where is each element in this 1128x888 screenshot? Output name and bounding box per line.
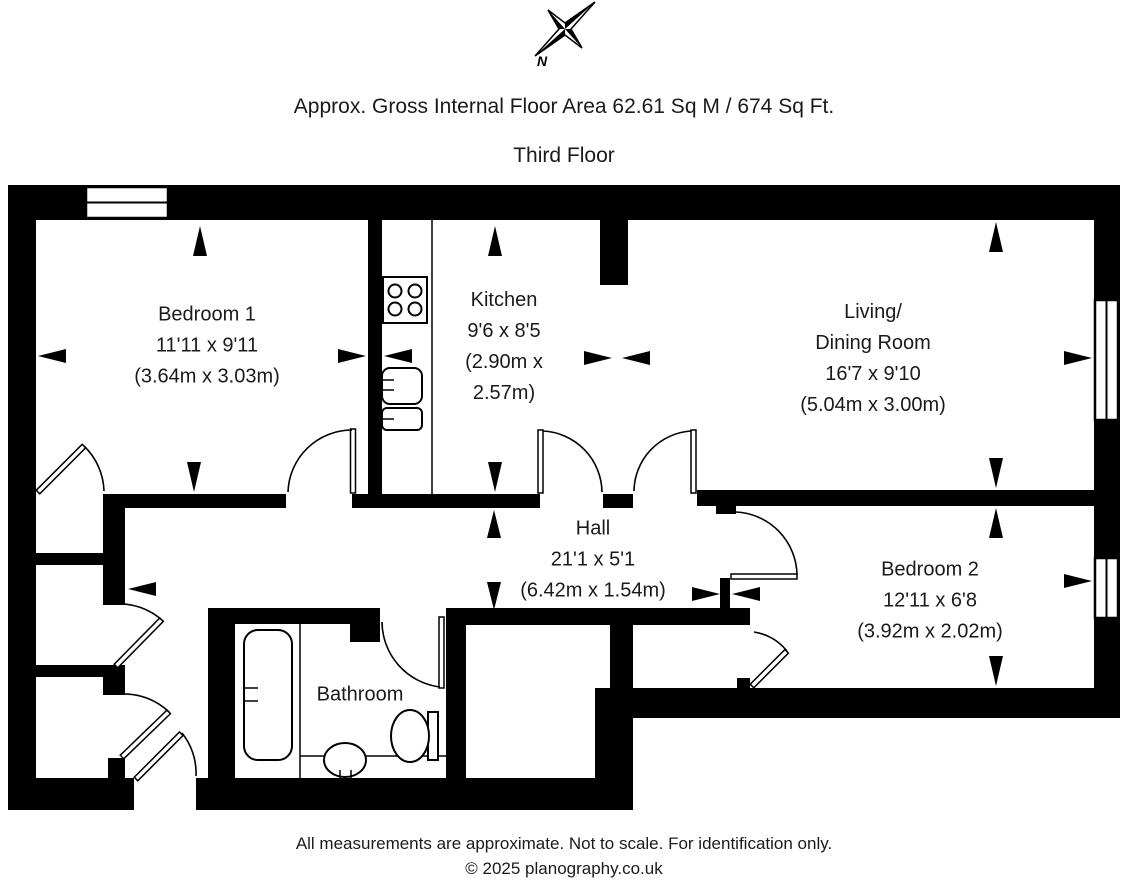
entrance-door — [133, 730, 185, 782]
living-room-window — [1093, 298, 1120, 422]
lower-closet-door-swing — [121, 693, 170, 713]
bedroom2-label: Bedroom 2 12'11 x 6'8 (3.92m x 2.02m) — [857, 555, 1003, 648]
door-leaves — [35, 428, 798, 782]
disclaimer-text: All measurements are approximate. Not to… — [295, 834, 833, 853]
room-dims-imperial: 16'7 x 9'10 — [825, 363, 921, 385]
hall-closet-door — [113, 616, 165, 669]
kitchen-sink-icon — [381, 367, 423, 405]
living-depth-arrow-bottom — [989, 458, 1003, 488]
compass-north-label: N — [537, 53, 548, 69]
bedroom1-door-swing — [287, 429, 353, 493]
bedroom1-width-arrow-right — [338, 349, 366, 363]
room-dims-metric: (3.92m x 2.02m) — [857, 620, 1003, 643]
room-dims-imperial: 21'1 x 5'1 — [550, 548, 636, 571]
dimension-arrows — [38, 222, 1092, 686]
room-name: Bathroom — [316, 683, 404, 706]
kitchen-width-arrow-right — [584, 351, 612, 365]
kitchen-door — [537, 429, 544, 494]
bathtub-icon — [243, 629, 293, 761]
bedroom1-label: Bedroom 1 11'11 x 9'11 (3.64m x 3.03m) — [134, 300, 280, 393]
bedroom2-window — [1093, 556, 1120, 620]
room-dims-metric: 2.57m) — [472, 382, 536, 404]
door-swing-arcs — [83, 429, 798, 777]
compass-icon: N — [534, 1, 596, 69]
hall-depth-arrow-bottom — [487, 582, 501, 610]
kitchen-appliance-icon — [381, 407, 423, 431]
hob-icon — [382, 276, 428, 324]
kitchen-depth-arrow-top — [488, 226, 502, 256]
hall-label: Hall 21'1 x 5'1 (6.42m x 1.54m) — [520, 514, 666, 607]
bedroom2-closet-door — [749, 648, 790, 689]
living-room-door — [690, 429, 697, 494]
floor-area-title: Approx. Gross Internal Floor Area 62.61 … — [293, 95, 835, 118]
hall-width-arrow-right — [692, 587, 720, 601]
bedroom2-width-arrow-right — [1064, 574, 1092, 588]
kitchen-depth-arrow-bottom — [488, 462, 502, 492]
toilet-icon — [390, 709, 439, 763]
bedroom1-depth-arrow-bottom — [187, 462, 201, 492]
room-name: Dining Room — [815, 332, 931, 354]
kitchen-fixtures — [381, 220, 433, 494]
hall-closet-door-swing — [113, 603, 164, 622]
living-width-arrow-right — [1064, 351, 1092, 365]
bedroom1-depth-arrow-top — [193, 226, 207, 256]
bedroom2-depth-arrow-bottom — [989, 656, 1003, 686]
room-name: Hall — [575, 517, 611, 540]
bedroom1-window — [84, 185, 170, 220]
kitchen-door-swing — [542, 430, 603, 493]
bedroom1-closet-door — [35, 443, 87, 495]
floor-name-title: Third Floor — [513, 144, 615, 167]
living-dining-label: Living/ Dining Room 16'7 x 9'10 (5.04m x… — [800, 297, 946, 421]
bedroom1-door — [349, 428, 357, 494]
bathroom-label: Bathroom — [317, 680, 404, 711]
bedroom2-door-swing — [735, 511, 798, 576]
room-dims-metric: (5.04m x 3.00m) — [800, 394, 946, 416]
kitchen-label: Kitchen 9'6 x 8'5 (2.90m x 2.57m) — [465, 285, 543, 409]
bedroom1-closet-door-swing — [83, 445, 105, 492]
hall-depth-arrow-top — [487, 510, 501, 538]
bedroom2-door — [730, 573, 798, 580]
bathroom-fixtures — [243, 618, 446, 780]
room-dims-metric: (2.90m x — [465, 351, 543, 373]
room-dims-metric: (6.42m x 1.54m) — [520, 579, 666, 602]
living-room-door-swing — [633, 430, 692, 492]
room-dims-imperial: 11'11 x 9'11 — [155, 334, 259, 357]
bedroom1-width-arrow-left — [38, 349, 66, 363]
bedroom2-closet-door-swing — [753, 631, 788, 652]
living-depth-arrow-top — [989, 222, 1003, 252]
living-width-arrow-left — [622, 351, 650, 365]
room-dims-imperial: 12'11 x 6'8 — [882, 589, 978, 612]
room-name: Bedroom 2 — [881, 558, 979, 581]
basin-icon — [323, 742, 367, 778]
room-name: Kitchen — [470, 289, 538, 311]
room-dims-imperial: 9'6 x 8'5 — [467, 320, 541, 342]
entrance-door-swing — [181, 732, 197, 777]
hall-width-arrow-left — [128, 582, 156, 596]
bedroom2-width-arrow-left — [732, 587, 760, 601]
room-dims-metric: (3.64m x 3.03m) — [134, 365, 280, 388]
bathroom-door-swing — [381, 621, 441, 688]
kitchen-width-arrow-left — [384, 349, 412, 363]
bathroom-door — [438, 616, 445, 689]
room-name: Bedroom 1 — [158, 303, 256, 326]
room-name: Living/ — [844, 301, 902, 323]
walls — [8, 185, 1120, 810]
windows — [84, 185, 1120, 620]
copyright-text: © 2025 planography.co.uk — [465, 859, 663, 878]
bedroom2-depth-arrow-top — [989, 508, 1003, 538]
